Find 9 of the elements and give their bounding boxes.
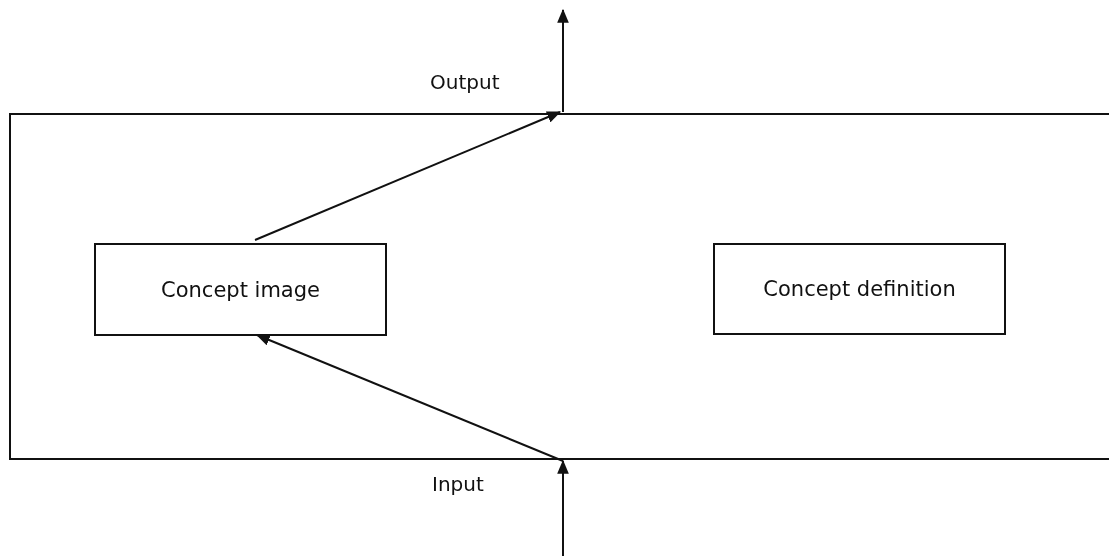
arrow xyxy=(255,334,564,462)
concept-box xyxy=(713,243,1006,335)
arrow xyxy=(557,8,569,113)
node-label: Concept image xyxy=(161,277,320,302)
arrow xyxy=(254,111,562,241)
arrow xyxy=(557,459,569,557)
system-box xyxy=(9,113,1109,460)
node-label: Concept definition xyxy=(763,277,956,301)
concept-box xyxy=(94,243,387,336)
